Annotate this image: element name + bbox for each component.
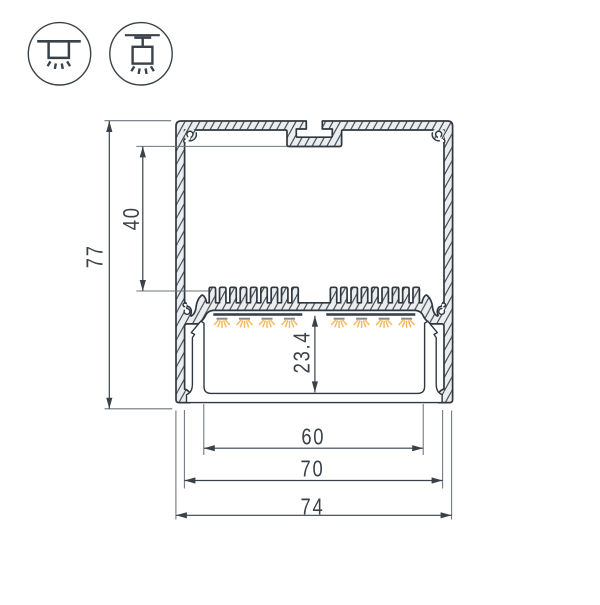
icon-light-ray xyxy=(60,63,64,70)
light-ray xyxy=(281,319,287,326)
led-strip-left xyxy=(213,313,303,316)
dim-inner-width: 60 xyxy=(203,425,424,452)
mount-type-icons xyxy=(27,21,173,86)
light-ray xyxy=(258,319,265,326)
dim-label-inner-height: 40 xyxy=(119,206,144,230)
icon-light-ray xyxy=(46,60,52,67)
dimension-arrowhead xyxy=(311,315,318,327)
light-ray xyxy=(341,319,348,326)
dim-inner-height: 40 xyxy=(119,146,146,291)
light-ray xyxy=(245,320,250,328)
surface-mount-icon xyxy=(27,21,92,86)
light-ray xyxy=(398,319,404,326)
boss-detail xyxy=(437,134,444,142)
icon-lamp-body xyxy=(47,41,71,60)
light-ray xyxy=(407,320,412,328)
led-strip-right xyxy=(326,313,416,316)
light-ray xyxy=(334,320,338,328)
icon-light-ray xyxy=(137,68,141,75)
light-ray xyxy=(290,320,295,328)
light-ray xyxy=(340,320,344,328)
boss-detail xyxy=(442,138,446,144)
extension-lines xyxy=(104,120,453,520)
light-ray xyxy=(362,320,367,328)
dimension-arrowhead xyxy=(139,146,146,158)
dim-led-to-cover: 23.4 xyxy=(290,315,318,393)
dimension-arrowhead xyxy=(440,512,452,519)
dimensions: 77 40 23.4 60 70 74 xyxy=(83,120,453,520)
icon-light-ray xyxy=(53,63,58,70)
surface-mount-icon-circle xyxy=(27,21,92,86)
profile-cross-section xyxy=(175,120,454,404)
light-ray xyxy=(217,320,221,328)
dim-label-led-to-cover: 23.4 xyxy=(290,331,315,374)
boss-detail xyxy=(183,138,186,144)
dimension-arrowhead xyxy=(175,512,187,519)
light-ray xyxy=(284,320,289,328)
light-ray xyxy=(330,319,337,326)
light-ray xyxy=(262,320,266,328)
dim-overall-height: 77 xyxy=(83,121,113,409)
dim-label-mid-width: 70 xyxy=(301,457,325,482)
light-ray xyxy=(239,320,244,328)
light-ray xyxy=(292,319,298,326)
icon-light-ray xyxy=(66,60,72,67)
dimension-arrowhead xyxy=(311,381,318,393)
boss-detail xyxy=(441,302,447,308)
boss-detail xyxy=(185,134,191,142)
light-rays xyxy=(213,319,415,329)
light-ray xyxy=(213,319,220,326)
screw-boss-bottom-right xyxy=(438,302,447,316)
boss-detail xyxy=(188,132,198,142)
light-ray xyxy=(379,320,383,328)
dimension-arrowhead xyxy=(106,121,113,132)
light-ray xyxy=(224,319,231,326)
light-ray xyxy=(375,319,382,326)
light-ray xyxy=(269,319,276,326)
dimension-arrowhead xyxy=(203,445,215,452)
icon-light-ray xyxy=(130,65,136,72)
screw-boss-top-right xyxy=(431,127,446,144)
dim-label-overall-height: 77 xyxy=(83,244,108,268)
light-ray xyxy=(353,319,359,326)
screw-boss-top-left xyxy=(183,127,198,144)
pendant-mount-icon-circle xyxy=(109,21,173,86)
dimension-arrowhead xyxy=(106,397,113,409)
icon-lamp-body xyxy=(131,45,154,65)
diffuser-cover xyxy=(185,320,443,404)
dimension-arrowhead xyxy=(139,280,146,291)
light-ray xyxy=(401,320,406,328)
light-ray xyxy=(236,319,242,326)
boss-detail xyxy=(182,302,187,308)
dim-label-inner-width: 60 xyxy=(301,425,325,450)
light-ray xyxy=(268,320,272,328)
led-strips xyxy=(213,313,416,316)
light-ray xyxy=(385,320,389,328)
icon-light-ray xyxy=(149,65,155,72)
light-ray xyxy=(356,320,361,328)
dimension-arrowhead xyxy=(412,445,424,452)
boss-detail xyxy=(431,132,441,142)
light-ray xyxy=(364,319,370,326)
icon-light-ray xyxy=(144,68,148,75)
screw-boss-bottom-left xyxy=(182,302,191,316)
dim-mid-width: 70 xyxy=(184,457,443,484)
light-ray xyxy=(409,319,415,326)
light-ray xyxy=(247,319,253,326)
dimension-arrowhead xyxy=(431,477,443,484)
dim-overall-width: 74 xyxy=(175,495,452,520)
dimension-arrowhead xyxy=(184,477,196,484)
light-ray xyxy=(386,319,393,326)
light-ray xyxy=(223,320,227,328)
dim-label-overall-width: 74 xyxy=(301,495,325,520)
pendant-mount-icon xyxy=(109,21,173,86)
